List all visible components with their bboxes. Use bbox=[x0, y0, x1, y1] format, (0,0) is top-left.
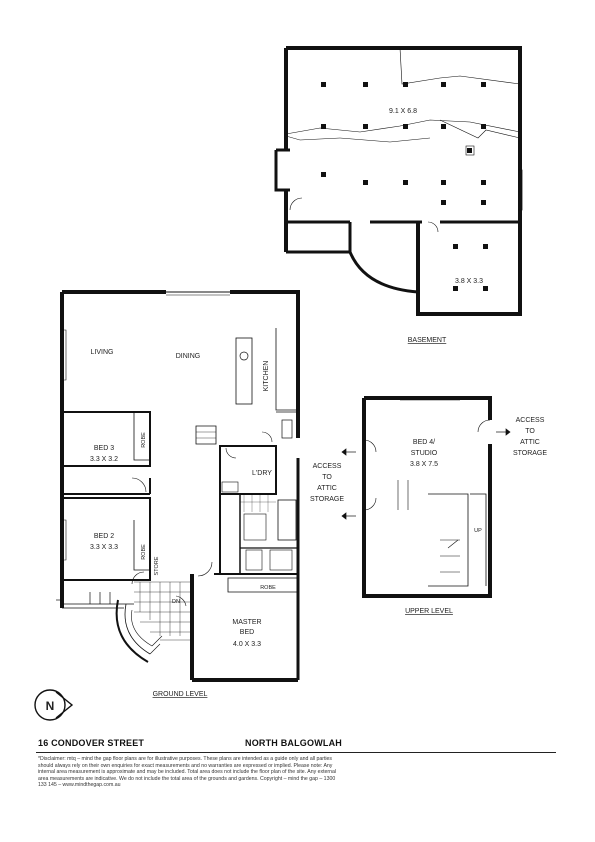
stair-up-label: UP bbox=[474, 528, 482, 534]
store-label: STORE bbox=[154, 556, 160, 575]
access-right-line4: STORAGE bbox=[513, 450, 547, 457]
room-label-living: LIVING bbox=[91, 349, 114, 356]
ground-level-plan bbox=[56, 290, 300, 682]
access-center-line3: ATTIC bbox=[317, 485, 337, 492]
room-label-bed2: BED 2 bbox=[94, 533, 114, 540]
stair-dn-label: DN bbox=[172, 599, 180, 605]
ground-level-title: GROUND LEVEL bbox=[153, 691, 208, 698]
access-right-arrow bbox=[496, 428, 511, 436]
access-center-arrows bbox=[341, 448, 356, 520]
basement-title: BASEMENT bbox=[408, 337, 447, 344]
upper-level-title: UPPER LEVEL bbox=[405, 608, 453, 615]
property-suburb: NORTH BALGOWLAH bbox=[245, 738, 342, 748]
room-label-basement-main: 9.1 X 6.8 bbox=[389, 108, 417, 115]
north-arrow-icon: N bbox=[34, 689, 74, 721]
access-right-line2: TO bbox=[525, 428, 535, 435]
access-right-line3: ATTIC bbox=[520, 439, 540, 446]
upper-level-plan bbox=[362, 396, 492, 598]
room-size-bed4: 3.8 X 7.5 bbox=[410, 461, 438, 468]
room-size-bed3: 3.3 X 3.2 bbox=[90, 456, 118, 463]
footer-divider bbox=[36, 752, 556, 753]
room-label-kitchen: KITCHEN bbox=[263, 361, 270, 392]
room-label-bed3: BED 3 bbox=[94, 445, 114, 452]
room-label-master: MASTER bbox=[232, 619, 261, 626]
property-address: 16 CONDOVER STREET bbox=[38, 738, 145, 748]
robe-label-bed2: ROBE bbox=[141, 544, 147, 560]
room-label-laundry: L'DRY bbox=[252, 470, 272, 477]
room-size-master: 4.0 X 3.3 bbox=[233, 641, 261, 648]
access-center-line1: ACCESS bbox=[313, 463, 342, 470]
room-label-basement-small: 3.8 X 3.3 bbox=[455, 278, 483, 285]
basement-plan bbox=[274, 46, 523, 316]
wir-label: ROBE bbox=[260, 585, 276, 591]
disclaimer-text: *Disclaimer: mtq – mind the gap floor pl… bbox=[38, 756, 337, 789]
access-center-line4: STORAGE bbox=[310, 496, 344, 503]
room-label-bed4: BED 4/ bbox=[413, 439, 435, 446]
access-center-line2: TO bbox=[322, 474, 332, 481]
room-label-dining: DINING bbox=[176, 353, 201, 360]
north-label: N bbox=[46, 699, 55, 713]
room-label-studio: STUDIO bbox=[411, 450, 438, 457]
access-right-line1: ACCESS bbox=[516, 417, 545, 424]
room-size-bed2: 3.3 X 3.3 bbox=[90, 544, 118, 551]
room-label-master-bed: BED bbox=[240, 629, 254, 636]
robe-label-bed3: ROBE bbox=[141, 432, 147, 448]
